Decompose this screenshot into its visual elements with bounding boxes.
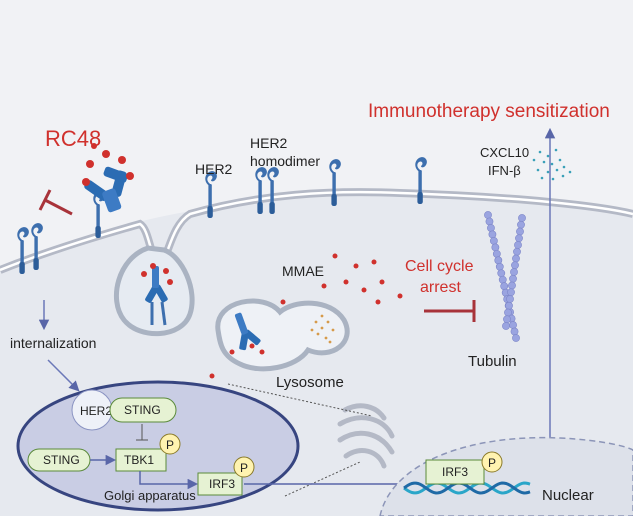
cell-cycle-label-line1: Cell cycle: [405, 258, 474, 275]
rc48-adc: [82, 143, 134, 213]
mmae-label: MMAE: [282, 263, 324, 279]
golgi-sting-bound-label: STING: [124, 403, 161, 417]
tubulin-bead: [510, 268, 518, 276]
lysosome: [215, 298, 350, 372]
tubulin-bead: [516, 227, 524, 236]
golgi-arrow: [47, 359, 80, 392]
tbk1-to-irf3-arrow: [139, 471, 199, 490]
golgi-sting-bound-box: [109, 397, 177, 423]
plasma-membrane-inner: [0, 190, 633, 272]
her2-homodimer-label-line2: homodimer: [250, 153, 320, 169]
tubulin-filaments: [484, 211, 526, 342]
tubulin-bead: [508, 281, 516, 290]
rc48-label: RC48: [45, 126, 101, 151]
cxcl10-label: CXCL10: [480, 145, 529, 160]
sting-label: STING: [43, 453, 80, 467]
tubulin-bead: [505, 301, 513, 310]
her2-label: HER2: [195, 161, 233, 177]
dna-strand: [403, 481, 531, 495]
mmae-molecules: [209, 253, 403, 379]
tubulin-bead: [485, 217, 494, 226]
irf3-golgi-phospho-label: P: [240, 461, 248, 475]
cell-cycle-label-line2: arrest: [420, 279, 461, 296]
tubulin-bead: [513, 247, 521, 256]
tubulin-bead: [515, 234, 523, 243]
tbk1-phospho-label: P: [166, 438, 174, 452]
vesicle-adc: [141, 263, 173, 304]
tubulin-bead: [511, 261, 519, 270]
tubulin-bead: [503, 315, 511, 324]
zoom-line-bottom: [284, 461, 361, 497]
tubulin-bead: [500, 282, 509, 291]
tbk1-phospho-badge: [159, 433, 181, 455]
ifn-beta-label: IFN-β: [488, 163, 521, 178]
tubulin-bead: [507, 288, 515, 297]
tubulin-bead: [497, 269, 506, 278]
tubulin-bead: [487, 224, 495, 232]
tubulin-bead: [509, 274, 517, 283]
golgi-label: Golgi apparatus: [104, 488, 196, 503]
tubulin-bead: [512, 254, 520, 263]
tbk1-box: [115, 448, 167, 472]
nuclear-label: Nuclear: [542, 487, 594, 504]
tubulin-bead: [518, 214, 526, 222]
tubulin-bead: [504, 308, 512, 317]
tubulin-bead: [506, 295, 514, 303]
tubulin-bead: [495, 262, 504, 271]
tubulin-bead: [484, 211, 492, 219]
irf3-golgi-label: IRF3: [209, 477, 235, 491]
tubulin-bead: [514, 241, 522, 249]
tubulin-bead: [492, 249, 501, 258]
rc48-inhibition-line: [44, 198, 73, 216]
tubulin-bead: [512, 334, 520, 342]
irf3-golgi-box: [197, 472, 243, 496]
dna-helix: [403, 481, 531, 495]
tbk1-label: TBK1: [124, 453, 154, 467]
payload-stars: [82, 143, 134, 186]
tubulin-bead: [502, 322, 510, 330]
irf3-golgi-phospho-badge: [233, 456, 255, 478]
her2-homodimer-label-line1: HER2: [250, 135, 288, 151]
irf3-nucleus-box: [425, 459, 485, 485]
lysosome-particles: [310, 314, 335, 344]
internalization-label: internalization: [10, 335, 96, 351]
tubulin-bead: [491, 243, 500, 252]
tubulin-bead: [489, 236, 498, 245]
tubulin-bead: [494, 256, 503, 265]
tubulin-bead: [509, 321, 517, 329]
tubulin-bead: [498, 275, 507, 284]
golgi-her2-label: HER2: [80, 404, 112, 418]
lysosome-label: Lysosome: [276, 374, 344, 391]
rc48-inhibition-bar: [38, 189, 52, 211]
irf3-nucleus-phospho-label: P: [488, 456, 496, 470]
tubulin-label: Tubulin: [468, 353, 517, 370]
immunotherapy-label: Immunotherapy sensitization: [368, 101, 610, 122]
tubulin-bead: [488, 230, 497, 239]
irf3-nucleus-label: IRF3: [442, 465, 468, 479]
zoom-line-top: [227, 383, 373, 417]
tubulin-bead: [517, 220, 525, 229]
lysosome-payload: [229, 343, 265, 355]
nucleus: [379, 436, 633, 517]
irf3-nucleus-phospho-badge: [481, 451, 503, 473]
golgi-stacks: [337, 403, 395, 469]
cytokine-dots: [532, 148, 572, 181]
tubulin-bead: [510, 327, 519, 336]
